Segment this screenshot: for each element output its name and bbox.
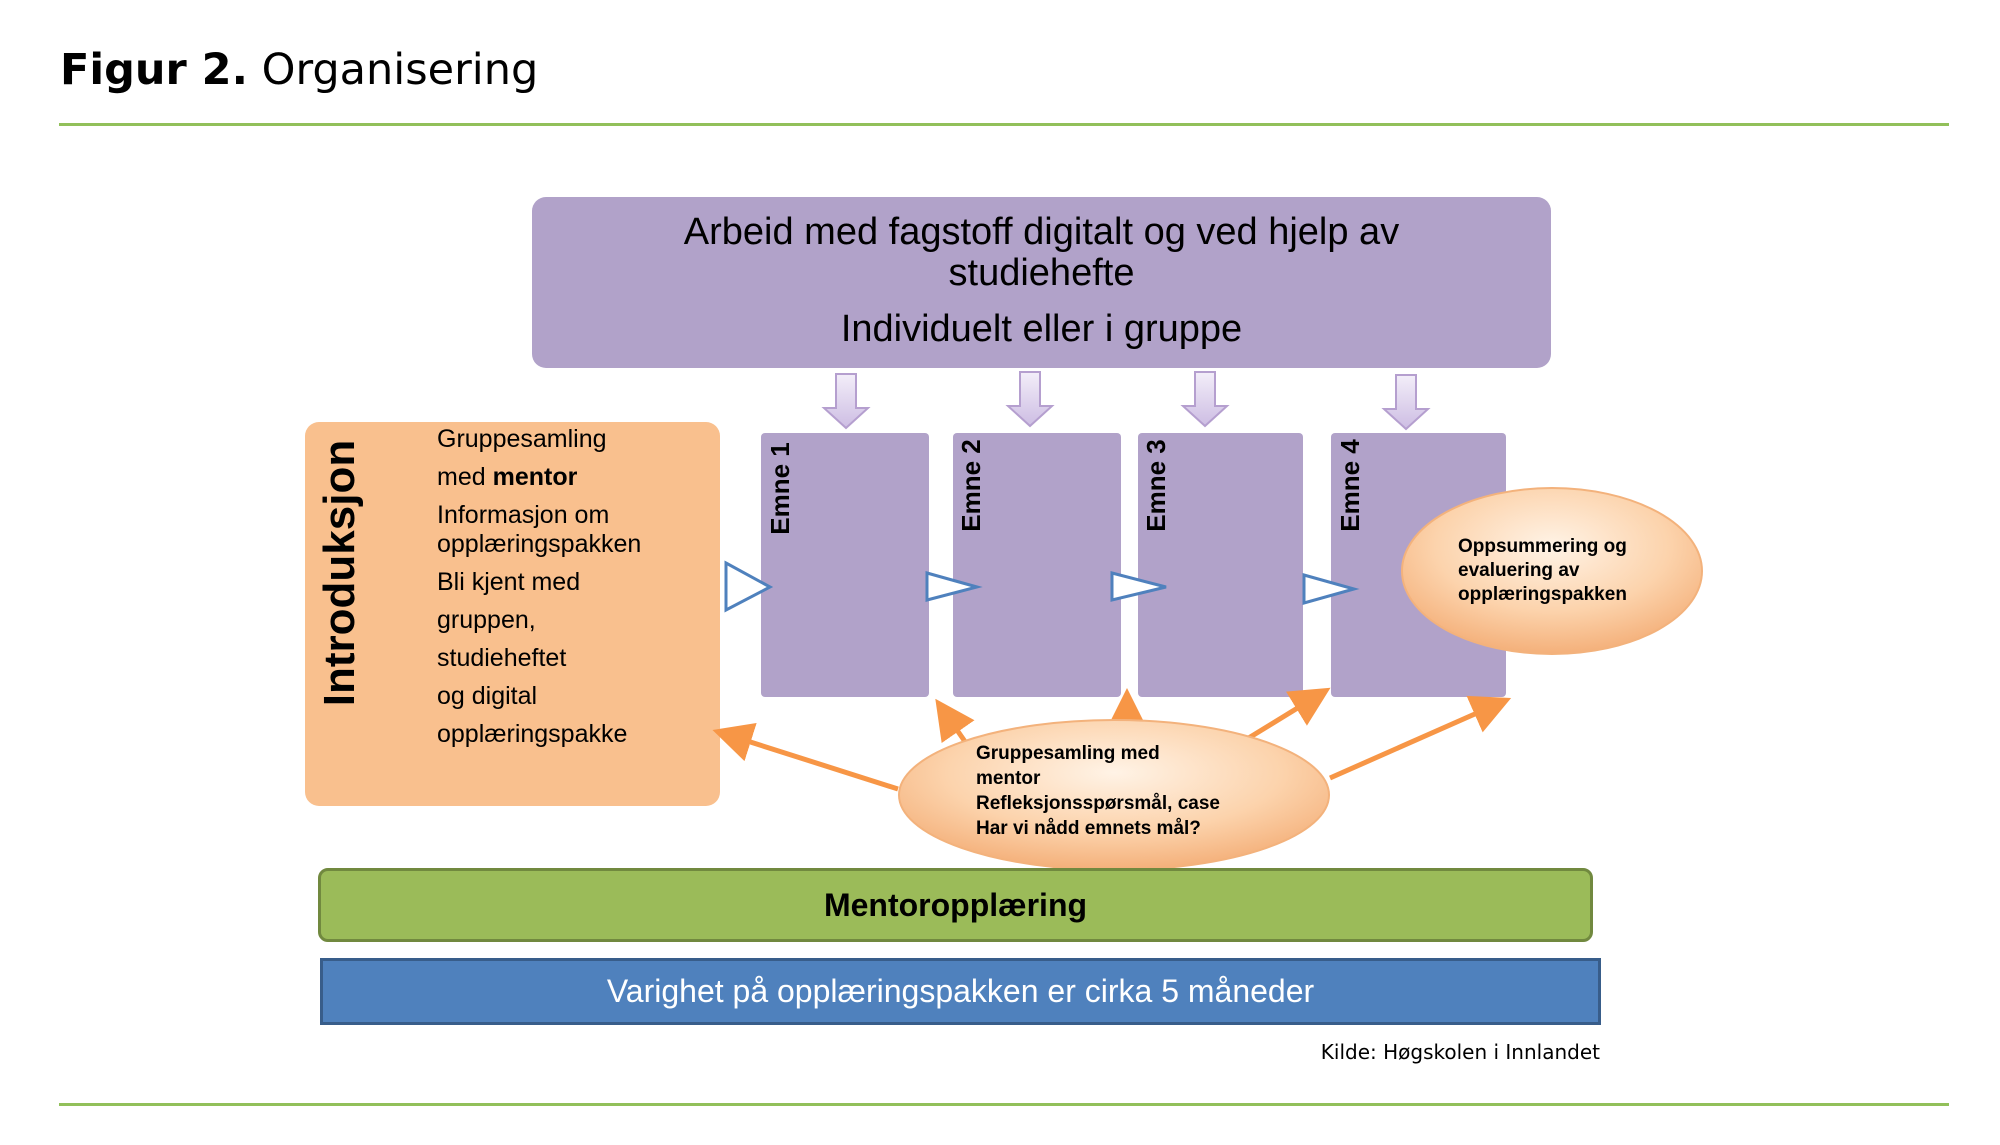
down-arrow-1 (821, 373, 871, 430)
mentor-line: Har vi nådd emnets mål? (976, 818, 1201, 839)
top-divider (59, 123, 1949, 126)
down-arrow-2 (1005, 371, 1055, 428)
flow-triangle-2 (925, 571, 983, 602)
intro-line: og digital (437, 682, 538, 710)
work-box-line2: Individuelt eller i gruppe (840, 308, 1243, 350)
intro-line: opplæringspakken (437, 530, 642, 558)
flow-triangle-4 (1302, 573, 1360, 605)
mentor-line: mentor (976, 768, 1041, 789)
flow-triangle-1 (724, 560, 774, 613)
orange-arrow-intro (712, 723, 899, 792)
intro-line: opplæringspakke (437, 720, 628, 748)
emne-box-2 (953, 433, 1121, 697)
intro-text: Gruppesamling med mentor Informasjon om … (437, 425, 641, 758)
summary-ellipse-text: Oppsummering og evaluering av opplærings… (1458, 535, 1627, 607)
down-arrow-3 (1180, 371, 1230, 428)
duration-bar: Varighet på opplæringspakken er cirka 5 … (320, 958, 1601, 1025)
orange-arrow-emne4 (1328, 695, 1512, 781)
orange-arrow-emne1 (935, 698, 975, 745)
work-box: Arbeid med fagstoff digitalt og ved hjel… (532, 197, 1551, 368)
intro-line-prefix: med (437, 463, 493, 491)
emne-box-3 (1138, 433, 1303, 697)
mentor-line: Refleksjonsspørsmål, case (976, 793, 1220, 814)
summary-line: Oppsummering og (1458, 536, 1627, 557)
intro-line: Gruppesamling (437, 425, 607, 453)
intro-box (305, 422, 720, 806)
mentor-ellipse-text: Gruppesamling med mentor Refleksjonsspør… (976, 741, 1220, 841)
mentor-line: Gruppesamling med (976, 743, 1160, 764)
intro-line: studieheftet (437, 644, 567, 672)
summary-line: evaluering av (1458, 560, 1580, 581)
bottom-divider (59, 1103, 1949, 1106)
figure-title: Figur 2. Organisering (60, 45, 538, 95)
intro-line: gruppen, (437, 606, 536, 634)
flow-triangle-3 (1110, 571, 1167, 602)
intro-line: Bli kjent med (437, 568, 581, 596)
mentor-training-bar: Mentoropplæring (318, 868, 1593, 942)
work-box-line1: Arbeid med fagstoff digitalt og ved hjel… (683, 211, 1400, 294)
figure-label: Figur 2. (60, 45, 248, 95)
summary-line: opplæringspakken (1458, 584, 1627, 605)
intro-line: med mentor (437, 463, 641, 492)
figure-title-text: Organisering (261, 45, 539, 95)
orange-arrow-emne3 (1245, 687, 1331, 742)
intro-line: Informasjon om (437, 501, 610, 529)
summary-ellipse (1401, 487, 1703, 655)
source-note: Kilde: Høgskolen i Innlandet (1320, 1040, 1600, 1064)
down-arrow-4 (1381, 374, 1431, 431)
intro-line-bold: mentor (492, 463, 578, 491)
emne-box-1 (761, 433, 929, 697)
